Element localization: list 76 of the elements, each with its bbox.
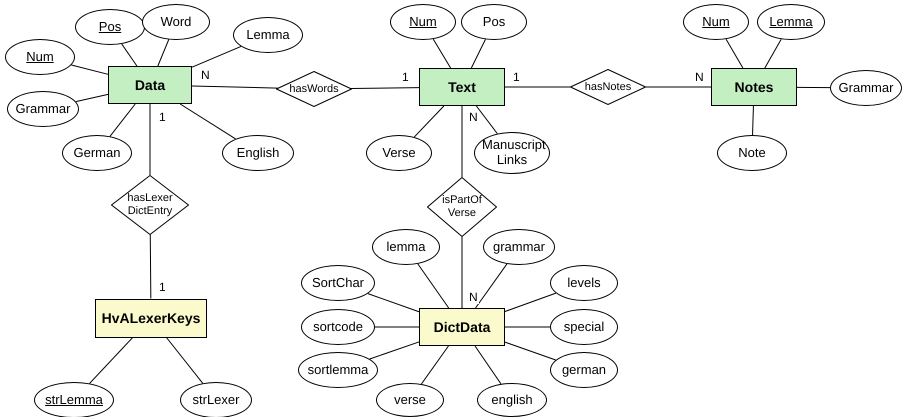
connector-line (75, 94, 108, 102)
cardinality-label: 1 (158, 280, 167, 294)
attribute-ellipse: german (550, 352, 618, 388)
cardinality-label: N (694, 70, 705, 84)
connector-line (752, 106, 754, 136)
connector-line (121, 43, 138, 66)
connector-line (192, 46, 242, 68)
connector-line (417, 263, 450, 308)
cardinality-label: 1 (512, 70, 521, 84)
connector-line (504, 86, 570, 88)
key-attribute-ellipse: Num (390, 4, 456, 40)
attribute-ellipse: SortChar (301, 265, 375, 301)
key-attribute-ellipse: Lemma (757, 4, 825, 40)
connector-line (764, 38, 782, 68)
attribute-ellipse: grammar (483, 229, 555, 265)
connector-line (89, 337, 134, 384)
relationship-diamond: hasLexer DictEntry (111, 175, 189, 235)
key-attribute-ellipse: Num (683, 4, 749, 40)
attribute-ellipse: lemma (372, 229, 440, 265)
attribute-ellipse: sortlemma (298, 352, 378, 388)
entity-box: Notes (711, 68, 797, 106)
attribute-ellipse: Grammar (7, 91, 79, 127)
attribute-ellipse: sortcode (301, 309, 375, 345)
connector-line (420, 346, 449, 384)
attribute-ellipse: Note (717, 135, 787, 171)
cardinality-label: 1 (401, 70, 410, 84)
connector-line (369, 341, 420, 360)
key-attribute-ellipse: Num (5, 39, 75, 75)
connector-line (350, 87, 420, 89)
cardinality-label: 1 (158, 110, 167, 124)
attribute-ellipse: verse (376, 383, 444, 417)
attribute-ellipse: Grammar (830, 70, 902, 106)
connector-line (157, 39, 170, 66)
cardinality-label: N (468, 290, 479, 304)
connector-line (432, 38, 452, 68)
connector-line (504, 326, 550, 328)
connector-line (166, 337, 204, 384)
attribute-ellipse: levels (550, 265, 618, 301)
connector-line (150, 234, 152, 299)
attribute-ellipse: English (222, 135, 294, 171)
connector-line (470, 38, 486, 68)
connector-line (476, 106, 498, 134)
entity-box: HvALexerKeys (95, 298, 207, 338)
cardinality-label: N (200, 68, 211, 82)
connector-line (504, 342, 556, 361)
attribute-ellipse: special (550, 309, 618, 345)
connector-line (646, 86, 712, 88)
key-attribute-ellipse: Pos (75, 9, 145, 45)
attribute-ellipse: Verse (366, 135, 432, 171)
relationship-diamond: hasWords (276, 71, 352, 107)
connector-line (70, 64, 108, 75)
entity-box: DictData (419, 308, 505, 346)
entity-box: Text (419, 68, 505, 106)
attribute-ellipse: German (62, 135, 132, 171)
connector-line (726, 38, 744, 68)
attribute-ellipse: Lemma (233, 17, 303, 53)
connector-line (110, 104, 136, 137)
attribute-ellipse: Manuscript Links (474, 132, 550, 174)
connector-line (180, 104, 236, 140)
connector-line (796, 86, 830, 88)
attribute-ellipse: Pos (461, 4, 527, 40)
connector-line (374, 326, 420, 328)
connector-line (367, 293, 420, 312)
connector-line (474, 346, 502, 384)
connector-line (414, 106, 444, 138)
attribute-ellipse: strLexer (180, 382, 252, 417)
connector-line (475, 263, 508, 308)
entity-box: Data (108, 66, 192, 104)
cardinality-label: N (468, 110, 479, 124)
connector-line (504, 292, 556, 312)
relationship-diamond: hasNotes (570, 69, 646, 105)
key-attribute-ellipse: strLemma (34, 382, 114, 417)
attribute-ellipse: english (477, 383, 547, 417)
attribute-ellipse: Word (142, 4, 210, 40)
connector-line (192, 86, 278, 89)
relationship-diamond: isPartOf Verse (427, 177, 497, 237)
